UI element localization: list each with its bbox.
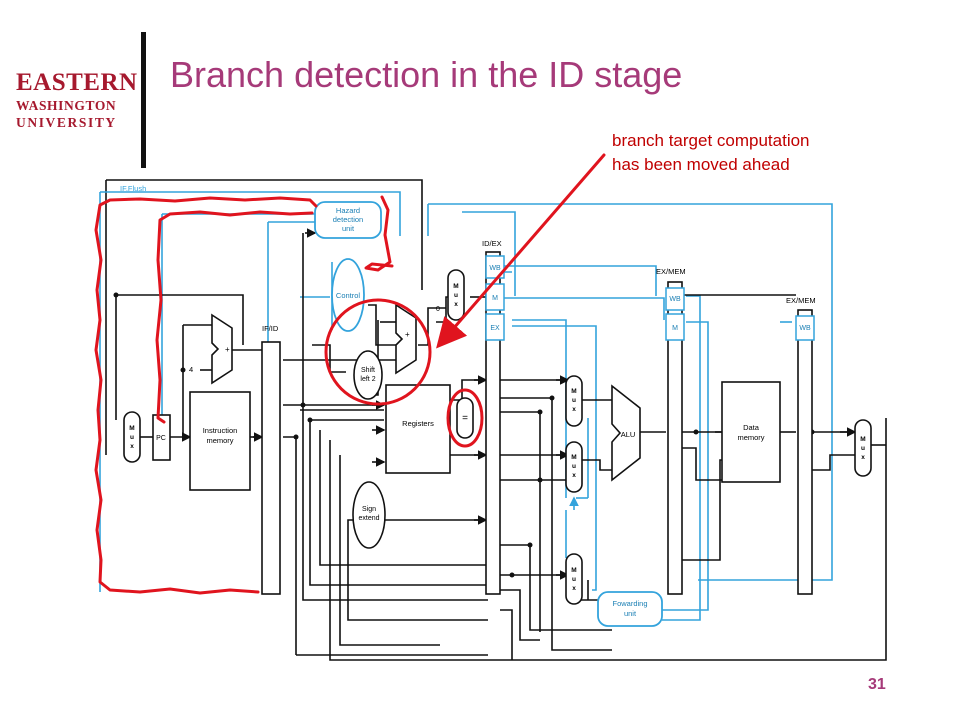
registers-label: Registers (402, 419, 434, 428)
idex-label: ID/EX (482, 239, 502, 248)
wb-mux-x: x (861, 454, 865, 461)
pc-label: PC (156, 435, 166, 442)
idex-m: M (492, 295, 498, 302)
title-divider (141, 32, 146, 168)
exmem-wb: WB (669, 296, 681, 303)
exmem-m: M (672, 325, 678, 332)
alu-mux-b: M u x (565, 441, 583, 493)
instruction-memory: Instruction memory (189, 391, 251, 491)
branch-adder-highlight-circle (324, 298, 432, 406)
logo-line3: UNIVERSITY (16, 114, 117, 130)
sign-extend: Sign extend (352, 481, 386, 549)
control-mux-u: u (454, 292, 458, 299)
hazard-label-3: unit (342, 224, 355, 233)
pc-mux: M u x (123, 411, 141, 463)
hazard-scribble (155, 210, 314, 424)
alu: ALU (611, 384, 641, 482)
alu-mux-a: M u x (565, 375, 583, 427)
dest-mux-m: M (571, 567, 576, 574)
annotation-text: branch target computation has been moved… (612, 129, 810, 177)
data-memory: Data memory (721, 381, 781, 483)
alu-mux-a-u: u (572, 397, 576, 404)
register-file: Registers (385, 384, 451, 474)
control-unit: Control (331, 258, 365, 332)
comparator-highlight-circle (446, 388, 484, 448)
sign-label-1: Sign (362, 506, 376, 513)
hazard-loop-scribble (364, 195, 394, 272)
pc-adder-plus: + (225, 345, 230, 354)
equality-comparator: = (456, 397, 474, 439)
instr-label-2: memory (206, 436, 233, 445)
ifid-register: IF/ID (261, 324, 281, 595)
exmem-register: EX/MEM WB M (656, 267, 686, 595)
annotation-line1: branch target computation (612, 131, 810, 150)
alu-mux-b-x: x (572, 472, 576, 479)
logo-line1: EASTERN (16, 69, 138, 96)
red-highlights (94, 153, 606, 595)
dest-mux-x: x (572, 585, 576, 592)
exmem-label-2: EX/MEM (786, 296, 816, 305)
junction-dots (113, 292, 815, 578)
hazard-label-2: detection (333, 215, 363, 224)
four-label: 4 (189, 365, 193, 374)
control-label: Control (336, 291, 361, 300)
ifid-label: IF/ID (262, 324, 279, 333)
instr-label-1: Instruction (203, 426, 238, 435)
if-flush-label: IF.Flush (120, 184, 146, 193)
exmem-label-1: EX/MEM (656, 267, 686, 276)
shift-label-1: Shift (361, 367, 375, 374)
memwb-wb: WB (799, 325, 811, 332)
fwd-label-1: Fowarding (612, 599, 647, 608)
zero-label: 0 (436, 306, 440, 313)
slide-title: Branch detection in the ID stage (170, 54, 683, 95)
pc-register: PC (152, 414, 171, 461)
alu-mux-a-m: M (571, 388, 576, 395)
hazard-detection-unit: Hazard detection unit (314, 201, 382, 239)
branch-adder-plus: + (405, 330, 410, 339)
branch-adder: + (395, 303, 417, 375)
idex-register: ID/EX WB M EX (482, 239, 505, 595)
data-mem-label-1: Data (743, 423, 760, 432)
sign-label-2: extend (358, 515, 379, 522)
pc-mux-u: u (130, 434, 134, 441)
idex-ex: EX (490, 325, 500, 332)
control-mux-m: M (453, 283, 458, 290)
equals-label: = (462, 413, 468, 424)
datapath-frame (105, 179, 423, 455)
data-mem-label-2: memory (737, 433, 764, 442)
pc-adder: + 4 (189, 313, 233, 385)
control-mux-x: x (454, 301, 458, 308)
hazard-label-1: Hazard (336, 206, 360, 215)
alu-mux-a-x: x (572, 406, 576, 413)
control-mux: M u x 0 (436, 269, 465, 321)
flush-scribble (94, 196, 318, 595)
wb-mux-u: u (861, 445, 865, 452)
annotation-line2: has been moved ahead (612, 155, 790, 174)
writeback-mux: M u x (854, 419, 872, 477)
annotation-arrow (436, 153, 606, 349)
page-number: 31 (868, 676, 886, 693)
shift-left-2: Shift left 2 (353, 350, 383, 400)
pc-mux-m: M (129, 425, 134, 432)
dest-mux-u: u (572, 576, 576, 583)
forwarding-unit: Fowarding unit (597, 591, 663, 627)
pc-mux-x: x (130, 443, 134, 450)
alu-mux-b-u: u (572, 463, 576, 470)
shift-label-2: left 2 (360, 376, 375, 383)
alu-mux-b-m: M (571, 454, 576, 461)
university-logo: EASTERN WASHINGTON UNIVERSITY (16, 69, 138, 130)
idex-wb: WB (489, 265, 501, 272)
memwb-register: EX/MEM WB (786, 296, 816, 595)
fwd-label-2: unit (624, 609, 637, 618)
alu-label: ALU (621, 430, 636, 439)
dest-mux: M u x (565, 553, 583, 605)
logo-line2: WASHINGTON (16, 98, 117, 113)
wb-mux-m: M (860, 436, 865, 443)
